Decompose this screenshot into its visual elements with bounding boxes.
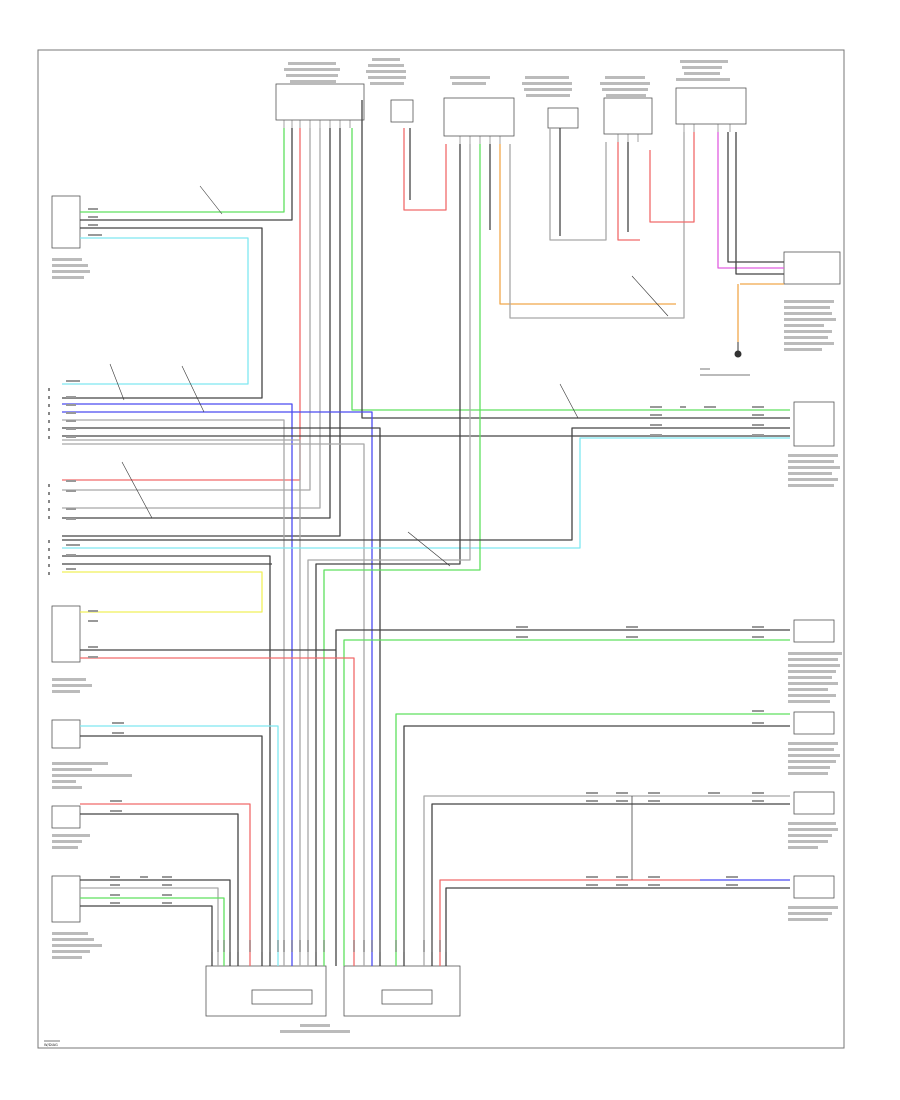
ground-icon [734,342,742,358]
footer-label: W/DIAG [44,1043,58,1047]
callout-lines [109,185,669,567]
top-components [275,58,747,144]
bottom-terminal-pins [211,940,447,952]
left-connectors [44,195,132,1042]
bottom-connectors [205,965,461,1033]
wire-code-labels [66,208,764,904]
right-connectors [700,251,842,921]
diagram-frame [37,49,845,1049]
wires [62,100,790,966]
